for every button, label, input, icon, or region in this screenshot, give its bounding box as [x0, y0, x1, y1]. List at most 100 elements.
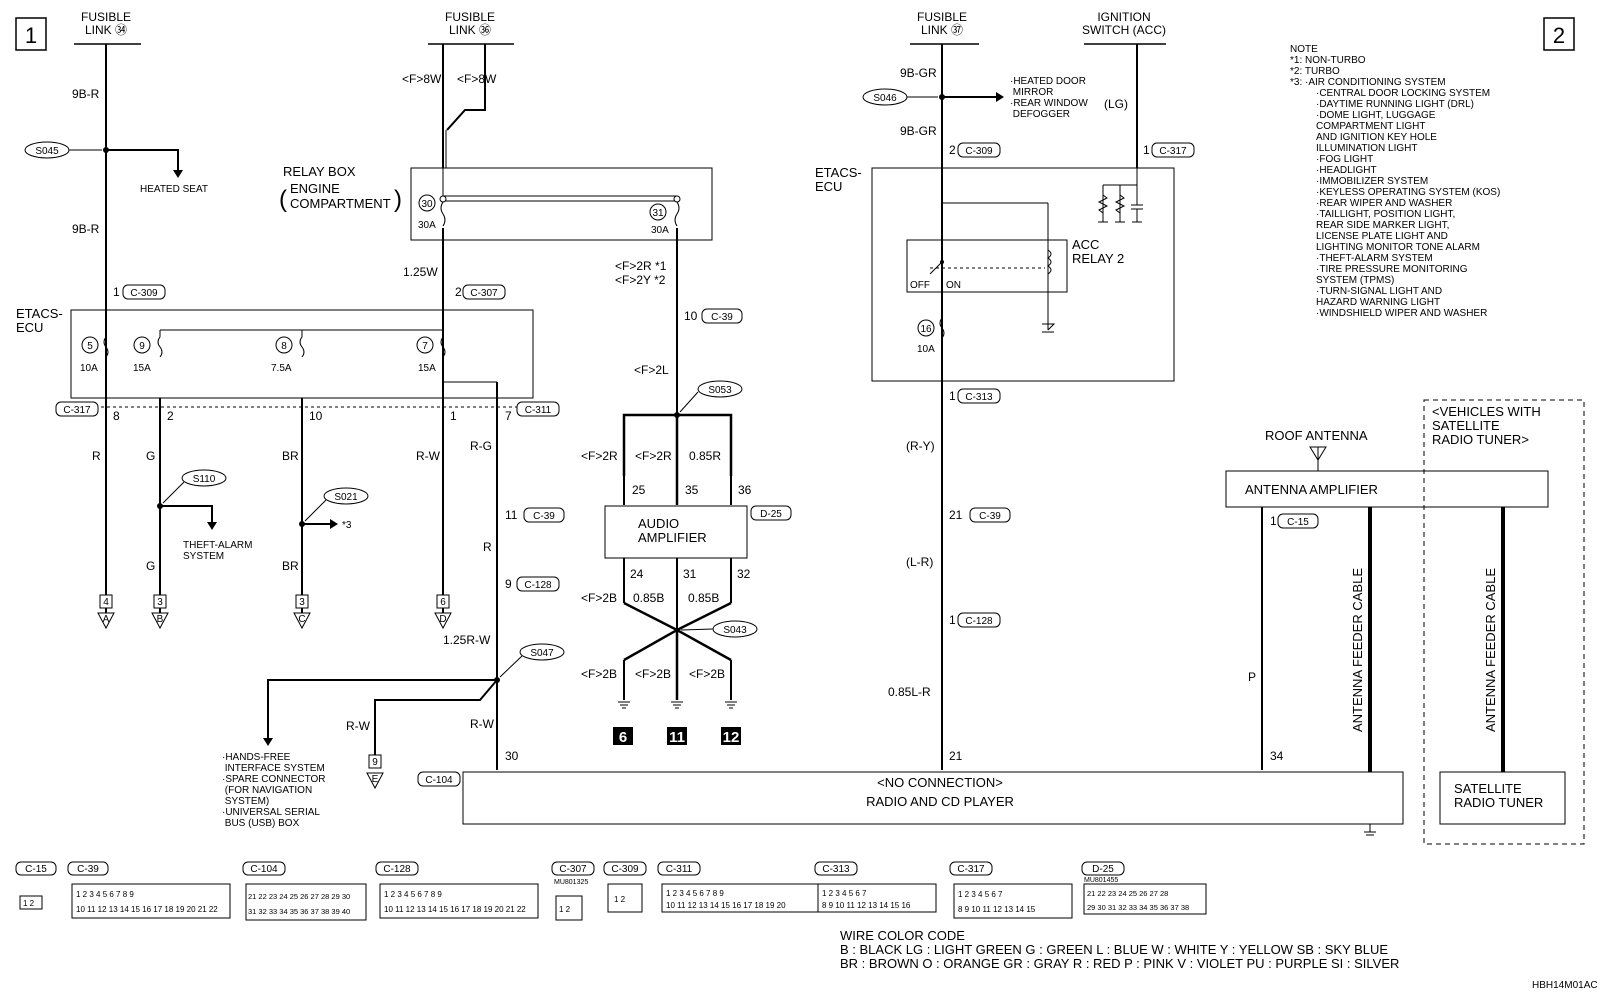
satellite-radio-tuner: [1439, 771, 1566, 825]
legend-c317-row2: 8 9 10 11 12 13 14 15: [958, 905, 1036, 914]
etacs-fuses: [103, 329, 497, 383]
text-line: ECU: [16, 320, 43, 335]
etacs-fuse-9-no: 9: [139, 341, 145, 352]
pin-c309-2: 2: [949, 143, 956, 157]
wire-color-code-line2: BR : BROWN O : ORANGE GR : GRAY R : RED …: [840, 956, 1399, 971]
roof-antenna-icon: [1309, 446, 1327, 471]
pin-c39-11: 11: [505, 508, 518, 522]
pin-d25-24: 24: [630, 567, 644, 581]
connector-d25: D-25: [760, 509, 782, 520]
relay-on-label: ON: [946, 280, 961, 291]
relay-box-sub1: ENGINE: [290, 181, 340, 196]
ground-11: 11: [669, 729, 685, 746]
note-line: ·THEFT-ALARM SYSTEM: [1316, 253, 1433, 264]
note-line: ·HEADLIGHT: [1316, 165, 1377, 176]
text-line: THEFT-ALARM: [183, 540, 252, 551]
note-line: REAR SIDE MARKER LIGHT,: [1316, 220, 1449, 231]
connector-c39-a: C-39: [711, 312, 733, 323]
radio-ground-icon: [1364, 824, 1376, 836]
terminal-c-num: 3: [299, 597, 305, 608]
splice-s053-label: S053: [708, 385, 732, 396]
note-line: LICENSE PLATE LIGHT AND: [1316, 231, 1448, 242]
note-line: ·DAYTIME RUNNING LIGHT (DRL): [1316, 99, 1474, 110]
note-line: COMPARTMENT LIGHT: [1316, 121, 1425, 132]
note-line: *1: NON-TURBO: [1290, 55, 1366, 66]
pin-d25-35: 35: [685, 483, 699, 497]
ground-symbols: [618, 701, 737, 709]
pin-d25-31: 31: [683, 567, 697, 581]
wire-label-f2r-star1: <F>2R *1: [615, 259, 667, 273]
fuse-31-no: 31: [652, 208, 664, 219]
note-line: AND IGNITION KEY HOLE: [1316, 132, 1437, 143]
text-line: FUSIBLE: [445, 10, 495, 24]
pin-c307-2: 2: [455, 285, 462, 299]
wire-label-f2l: <F>2L: [634, 363, 669, 377]
pin-c39-10: 10: [684, 309, 698, 323]
splice-s021-label: S021: [334, 492, 358, 503]
etacs-fuse-8-amp: 7.5A: [271, 363, 292, 374]
text-line: DEFOGGER: [1010, 109, 1070, 120]
splice-s110-label: S110: [193, 474, 216, 485]
wire-color-code-title: WIRE COLOR CODE: [840, 928, 965, 943]
text-line: (FOR NAVIGATION: [222, 785, 312, 796]
pin-d25-36: 36: [738, 483, 752, 497]
satellite-group: [1423, 399, 1585, 845]
connector-c317-b: C-317: [1159, 146, 1187, 157]
etacs-right-internal: [929, 168, 1143, 339]
wire-label-9b-r-1: 9B-R: [72, 87, 100, 101]
page-marker-box-2: [1543, 17, 1575, 51]
connector-c311: C-311: [525, 405, 552, 416]
terminal-d: [434, 594, 452, 630]
roof-antenna-label: ROOF ANTENNA: [1265, 428, 1368, 443]
wire-label-0-85l-r: 0.85L-R: [888, 685, 931, 699]
terminal-e-letter: E: [372, 774, 379, 785]
etacs-ecu-right-label: ETACS-ECU: [815, 165, 862, 194]
text-line: SATELLITE: [1454, 781, 1522, 796]
wire-label-br-2: BR: [282, 559, 299, 573]
text-line: ETACS-: [16, 306, 63, 321]
text-line: ·UNIVERSAL SERIAL: [222, 807, 320, 818]
connector-c39-c: C-39: [979, 511, 1001, 522]
acc-relay-2: [906, 239, 1068, 293]
terminal-b-letter: B: [157, 614, 164, 625]
pin-c128-1: 1: [949, 613, 956, 627]
pin-d25-25: 25: [632, 483, 646, 497]
note-line: LIGHTING MONITOR TONE ALARM: [1316, 242, 1480, 253]
note-line: ·TURN-SIGNAL LIGHT AND: [1316, 286, 1442, 297]
pin-c317-7: 1: [1143, 143, 1150, 157]
wire-label-r-w-3: R-W: [470, 717, 495, 731]
terminal-a-letter: A: [103, 614, 110, 625]
wire-label-g-1: G: [146, 449, 155, 463]
note-line: ·TAILLIGHT, POSITION LIGHT,: [1316, 209, 1455, 220]
wire-label-9b-gr-1: 9B-GR: [900, 66, 937, 80]
pin-c313-1: 1: [949, 389, 956, 403]
note-line: ·REAR WIPER AND WASHER: [1316, 198, 1452, 209]
splice-s045-label: S045: [35, 146, 59, 157]
note-line: ·FOG LIGHT: [1316, 154, 1373, 165]
wire-label-r: R: [92, 449, 101, 463]
note-line: ·WINDSHIELD WIPER AND WASHER: [1316, 308, 1487, 319]
page-marker-1: 1: [25, 23, 37, 48]
text-line: AMPLIFIER: [638, 530, 707, 545]
fuse-30-no: 30: [421, 199, 433, 210]
note-line: ILLUMINATION LIGHT: [1316, 143, 1418, 154]
page-marker-2: 2: [1553, 23, 1565, 48]
text-line: ·REAR WINDOW: [1010, 98, 1088, 109]
text-line: BUS (USB) BOX: [222, 818, 300, 829]
legend-c15-pins: 1 2: [23, 899, 35, 908]
pin-c104-34: 34: [1270, 749, 1284, 763]
note-line: ·KEYLESS OPERATING SYSTEM (KOS): [1316, 187, 1500, 198]
legend-c317-row1: 1 2 3 4 5 6 7: [958, 890, 1003, 899]
text-line: ·SPARE CONNECTOR: [222, 774, 326, 785]
pin-c104-21: 21: [949, 749, 963, 763]
etacs-ecu-left-label: ETACS-ECU: [16, 306, 63, 335]
text-line: AUDIO: [638, 516, 679, 531]
wire-label-l-r: (L-R): [906, 555, 933, 569]
wire-label-1-25r-w: 1.25R-W: [443, 633, 491, 647]
